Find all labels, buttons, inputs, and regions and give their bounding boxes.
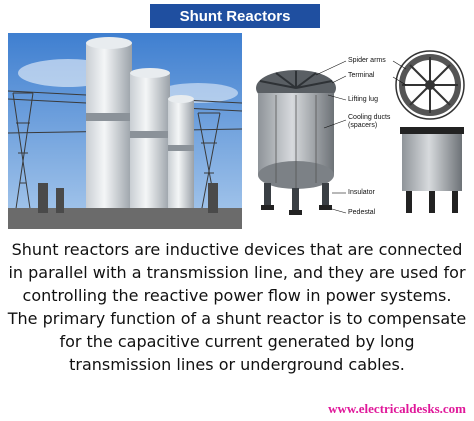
label-lifting-lug: Lifting lug [348, 96, 378, 103]
reactor-construction-diagram: Spider arms Terminal Lifting lug Cooling… [246, 33, 468, 229]
label-spider-arms: Spider arms [348, 57, 386, 64]
label-pedestal: Pedestal [348, 209, 376, 216]
reactor-diagram-art [256, 50, 465, 215]
label-cooling-ducts: Cooling ducts [348, 114, 391, 121]
substation-photo-art [8, 33, 242, 229]
label-insulator: Insulator [348, 189, 375, 196]
page-title: Shunt Reactors [150, 4, 320, 28]
label-terminal: Terminal [348, 72, 375, 79]
website-url[interactable]: www.electricaldesks.com [328, 401, 466, 416]
substation-photo [8, 33, 242, 229]
description-paragraph: Shunt reactors are inductive devices tha… [7, 240, 467, 374]
label-spacers: (spacers) [348, 122, 378, 129]
